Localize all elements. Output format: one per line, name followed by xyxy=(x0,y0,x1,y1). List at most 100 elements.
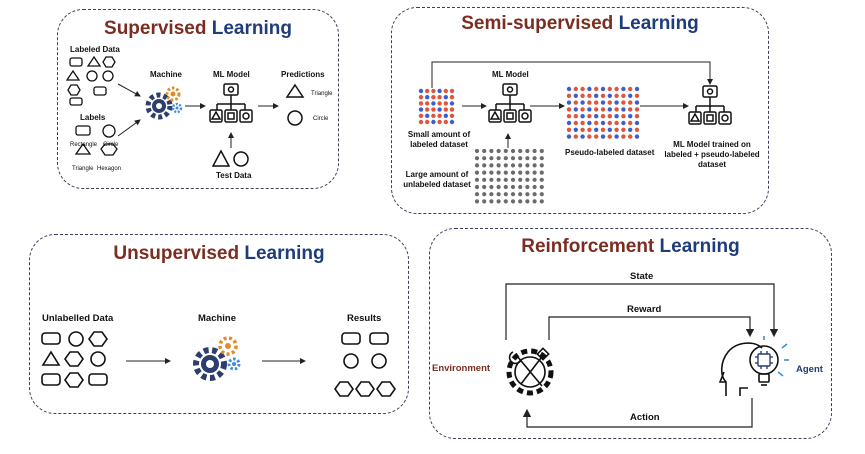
pseudo-labeled-dot xyxy=(594,114,599,119)
pseudo-labeled-dot xyxy=(587,100,592,105)
unlabeled-data-dot xyxy=(482,170,487,175)
labeled-data-dot xyxy=(418,119,424,125)
pseudo-labeled-dot xyxy=(607,127,612,132)
large-unlabeled-dataset-label: Large amount of unlabeled dataset xyxy=(403,170,471,189)
unlabeled-data-dot xyxy=(489,177,494,182)
unlabeled-data-dot xyxy=(482,199,487,204)
unlabeled-data-dot xyxy=(482,156,487,161)
labeled-data-dot xyxy=(443,88,448,94)
pseudo-labeled-dataset-label: Pseudo-labeled dataset xyxy=(565,148,655,157)
supervised-ml-model-label: ML Model xyxy=(213,70,250,79)
semi-supervised-learning-panel xyxy=(391,7,769,214)
unlabeled-data-dot xyxy=(532,156,537,161)
prediction-shapes-icon xyxy=(285,83,305,126)
pseudo-labeled-dot xyxy=(607,86,612,92)
unlabelled-shapes-icon xyxy=(41,331,108,388)
unlabeled-data-dot xyxy=(525,163,530,168)
labeled-data-dot xyxy=(443,113,448,118)
unsupervised-gears-icon xyxy=(193,336,241,381)
reinforcement-title: Reinforcement Learning xyxy=(429,236,832,258)
pseudo-labeled-dot xyxy=(621,93,626,98)
pseudo-labeled-dot xyxy=(573,127,578,132)
labeled-data-dot xyxy=(449,88,455,94)
unlabeled-data-dot xyxy=(489,148,494,154)
labeled-data-dot xyxy=(418,113,424,118)
labeled-data-dot xyxy=(449,95,455,100)
reinforcement-title-word2: Learning xyxy=(659,236,740,257)
pseudo-labeled-dot xyxy=(607,134,612,139)
pseudo-labeled-dot xyxy=(600,127,606,132)
pseudo-labeled-dot xyxy=(634,93,640,98)
unlabeled-data-dot xyxy=(532,170,537,175)
pseudo-labeled-dot xyxy=(621,100,626,105)
unlabeled-data-dot xyxy=(489,170,494,175)
labeled-data-dot xyxy=(418,95,424,100)
unlabeled-data-dot xyxy=(525,184,530,190)
unlabeled-data-dot xyxy=(539,148,544,154)
results-label: Results xyxy=(347,313,382,324)
pseudo-labeled-dot xyxy=(580,86,585,92)
pseudo-labeled-dot xyxy=(587,107,592,112)
unlabeled-data-dot xyxy=(496,177,501,182)
reward-label: Reward xyxy=(627,304,662,315)
unlabeled-data-dot xyxy=(474,148,480,154)
pseudo-labeled-dot xyxy=(573,100,578,105)
unsupervised-title: Unsupervised Learning xyxy=(29,243,409,265)
pseudo-labeled-dot xyxy=(600,86,606,92)
pseudo-labeled-dot xyxy=(614,86,619,92)
pseudo-labeled-dot xyxy=(573,114,578,119)
agent-label: Agent xyxy=(796,364,823,375)
pseudo-labeled-dot xyxy=(594,93,599,98)
labeled-data-dot xyxy=(425,95,430,100)
pseudo-labeled-dot xyxy=(600,134,606,139)
unlabeled-data-dot xyxy=(489,156,494,161)
pseudo-labeled-dot xyxy=(614,127,619,132)
pseudo-labeled-dot xyxy=(634,107,640,112)
unlabeled-data-dot xyxy=(474,192,480,197)
pseudo-labeled-dot xyxy=(628,114,633,119)
pseudo-labeled-dot xyxy=(634,100,640,105)
unlabeled-data-dot xyxy=(532,184,537,190)
labeled-data-dot xyxy=(437,95,442,100)
unlabeled-data-dot xyxy=(503,177,508,182)
pseudo-labeled-dot xyxy=(587,120,592,126)
unlabeled-data-dot xyxy=(503,199,508,204)
unlabeled-data-dot xyxy=(496,148,501,154)
unlabeled-data-dot xyxy=(539,184,544,190)
unlabeled-data-dot xyxy=(525,177,530,182)
unlabeled-data-dot xyxy=(474,163,480,168)
unlabeled-data-dot xyxy=(539,163,544,168)
labeled-data-dot xyxy=(449,119,455,125)
unlabeled-data-dot xyxy=(503,170,508,175)
unlabeled-data-dot xyxy=(510,170,516,175)
pseudo-labeled-dot xyxy=(621,120,626,126)
test-data-label: Test Data xyxy=(216,171,252,180)
label-hexagon: Hexagon xyxy=(97,166,122,172)
trained-model-icon xyxy=(688,85,732,125)
unlabeled-data-dot xyxy=(474,199,480,204)
label-shapes-icon xyxy=(74,124,118,156)
labeled-data-dot xyxy=(437,101,442,106)
pseudo-labeled-dot xyxy=(607,120,612,126)
pseudo-labeled-dot xyxy=(621,86,626,92)
labeled-data-dot xyxy=(443,101,448,106)
supervised-title-word2: Learning xyxy=(211,18,292,39)
state-label: State xyxy=(630,271,654,282)
supervised-title-word1: Supervised xyxy=(104,18,207,39)
unlabeled-data-dot xyxy=(510,163,516,168)
supervised-model-icon xyxy=(209,83,253,123)
unlabeled-data-dot xyxy=(539,170,544,175)
unlabeled-data-dot xyxy=(518,184,523,190)
unlabeled-data-dot xyxy=(532,177,537,182)
supervised-learning-panel xyxy=(57,9,339,189)
pseudo-labeled-dot xyxy=(573,120,578,126)
pseudo-labeled-dot xyxy=(628,134,633,139)
unlabeled-data-dot xyxy=(510,156,516,161)
labeled-data-dot xyxy=(437,107,442,112)
pseudo-labeled-dot xyxy=(621,134,626,139)
unlabeled-data-dot xyxy=(532,192,537,197)
labeled-data-label: Labeled Data xyxy=(70,45,120,54)
pseudo-labeled-dot xyxy=(580,107,585,112)
unlabeled-data-dot xyxy=(496,163,501,168)
